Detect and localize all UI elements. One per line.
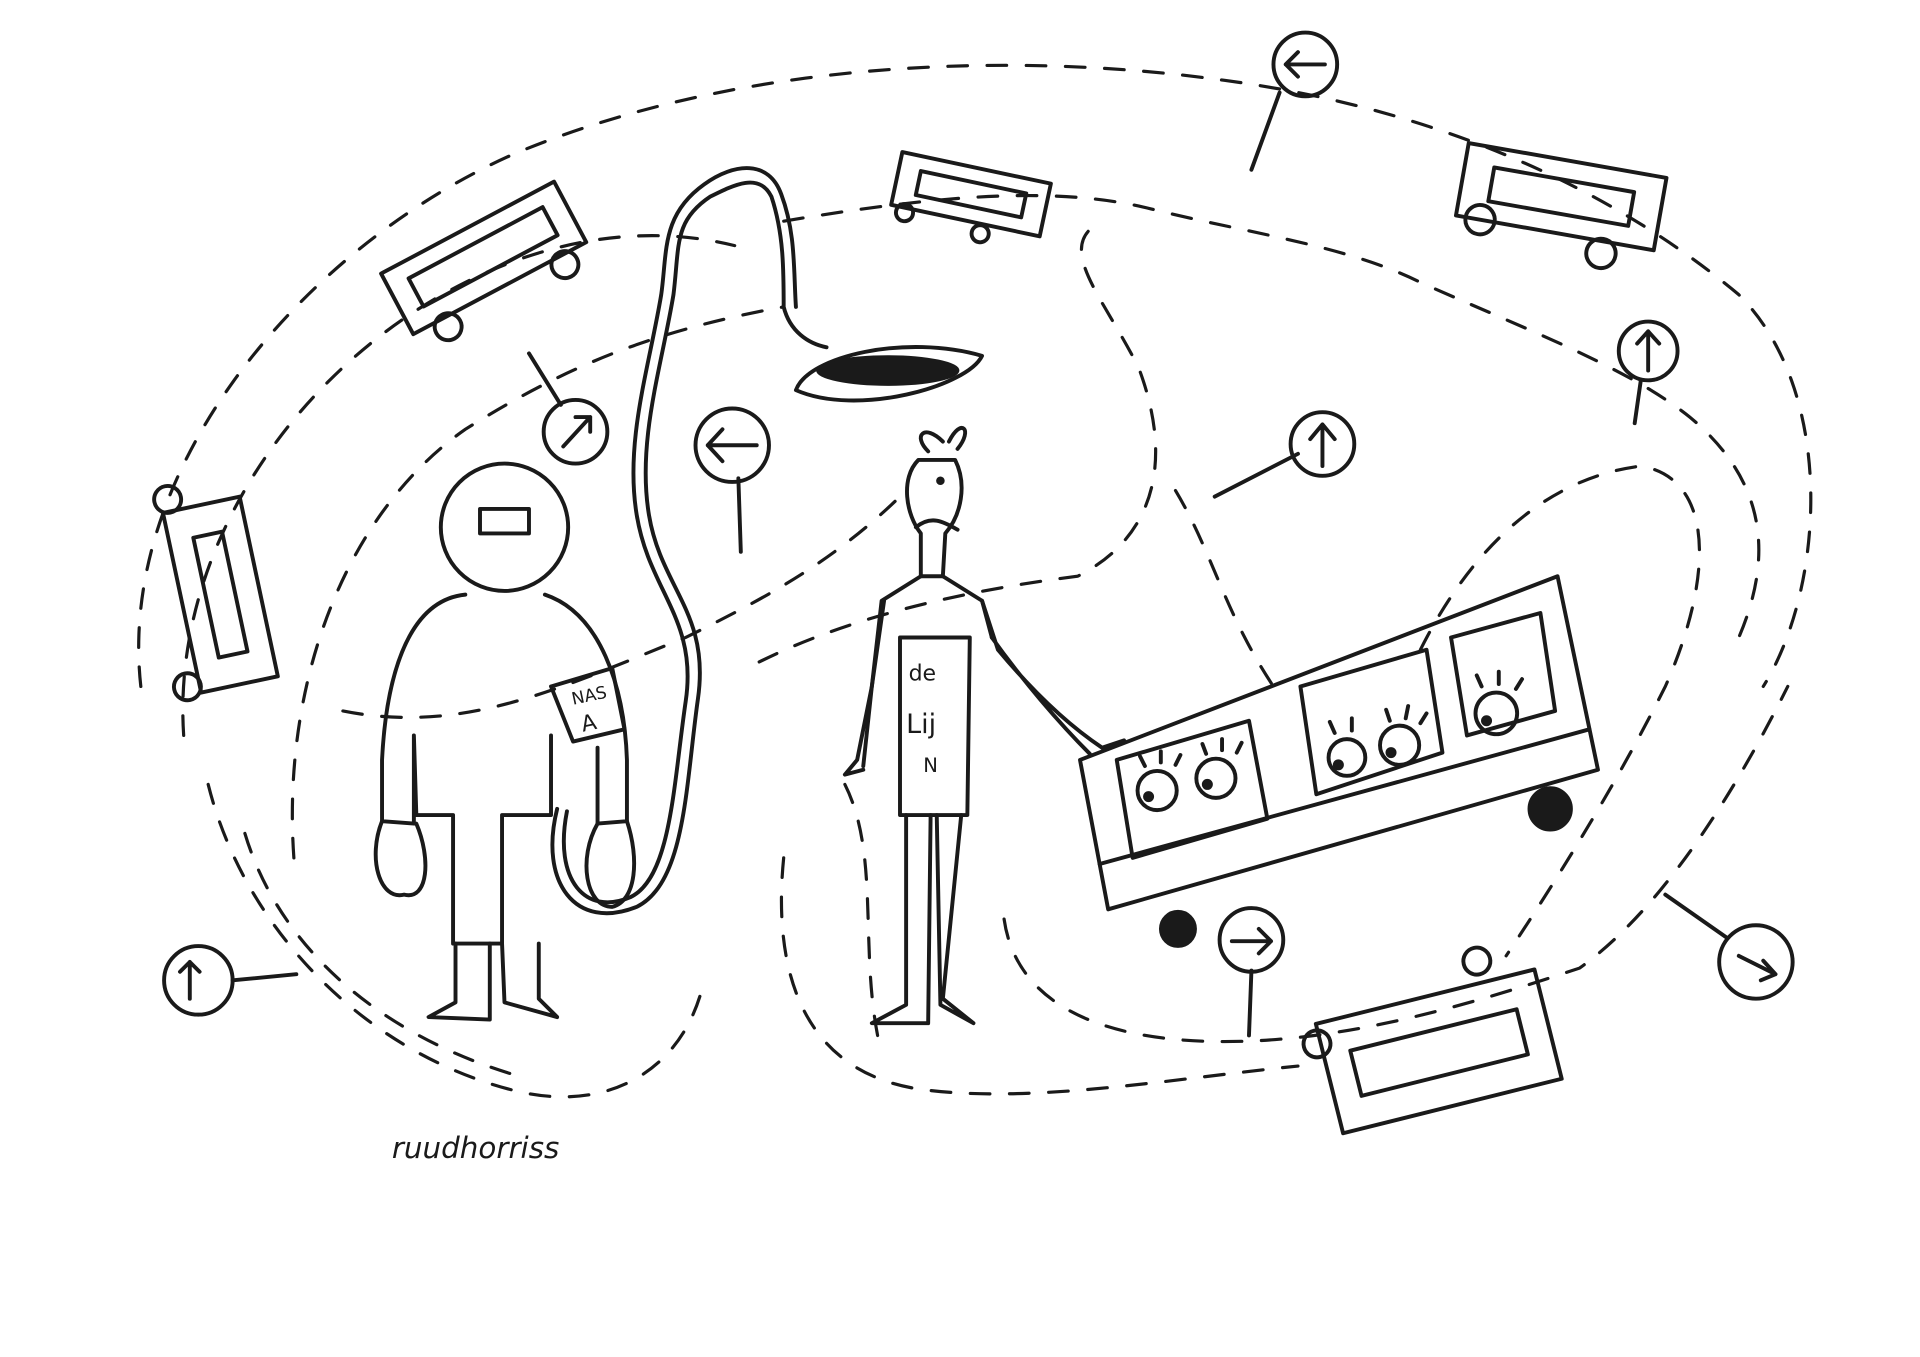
astronaut-visor	[478, 506, 531, 536]
sign-arrow-left-middle	[693, 406, 771, 554]
sign-arrow-right-bottom	[1217, 906, 1286, 1038]
dashed-path-left-loop	[181, 234, 737, 1099]
cart-top-left	[379, 179, 589, 343]
cart-top-middle	[889, 150, 1053, 245]
sign-arrow-up-right	[1616, 319, 1680, 426]
bus-window-1	[1114, 718, 1270, 860]
man-mustache	[913, 518, 960, 532]
bus-wheel-rear	[1158, 909, 1197, 948]
dashed-path-bottom-left	[243, 782, 884, 1080]
sign-arrow-downright	[1663, 892, 1795, 1001]
bus-wheel-front	[1527, 786, 1573, 832]
astronaut-left-mitten	[373, 819, 428, 898]
cart-top-right	[1454, 141, 1669, 271]
cart-left	[152, 484, 280, 703]
man-eye	[936, 476, 945, 486]
bus-window-2	[1298, 647, 1445, 797]
ufo	[793, 345, 984, 403]
sign-arrow-up-left-bottom	[162, 944, 299, 1017]
man-right-arm	[980, 598, 1127, 756]
astronaut: NAS A	[373, 461, 637, 1022]
man-left-arm	[842, 598, 887, 777]
astronaut-right-mitten	[584, 819, 637, 909]
sign-arrow-upright	[527, 351, 610, 466]
shirt-text-line2: Lij	[906, 709, 936, 740]
astronaut-boots	[426, 941, 560, 1022]
bus	[1078, 574, 1600, 948]
shirt-text-line3: N	[923, 754, 938, 777]
signature: ruudhorriss	[392, 1131, 559, 1165]
sign-arrow-up-middle	[1212, 410, 1357, 499]
man-legs	[869, 813, 976, 1026]
bus-window-3	[1449, 611, 1558, 738]
dashed-path-bottom	[779, 684, 1790, 1096]
bus-body	[1078, 574, 1600, 912]
dashed-path-inner-left	[290, 305, 908, 860]
man-head	[905, 457, 964, 579]
cable	[550, 166, 829, 916]
astronaut-helmet	[438, 461, 571, 593]
nasa-patch-line2: A	[579, 710, 599, 738]
dashed-path-middle	[757, 219, 1158, 664]
bus-stripe	[1097, 727, 1592, 866]
passenger-faces	[1135, 669, 1524, 813]
nasa-patch-line1: NAS	[570, 683, 609, 710]
astronaut-backpack-patch	[549, 666, 627, 744]
shirt-text-line1: de	[909, 661, 937, 686]
dashed-path-middle-lower	[1173, 464, 1702, 958]
sign-arrow-left-top	[1249, 30, 1340, 172]
man: de Lij N	[842, 426, 1127, 1026]
man-hair-bow	[918, 426, 968, 454]
cart-bottom-right	[1301, 945, 1564, 1136]
